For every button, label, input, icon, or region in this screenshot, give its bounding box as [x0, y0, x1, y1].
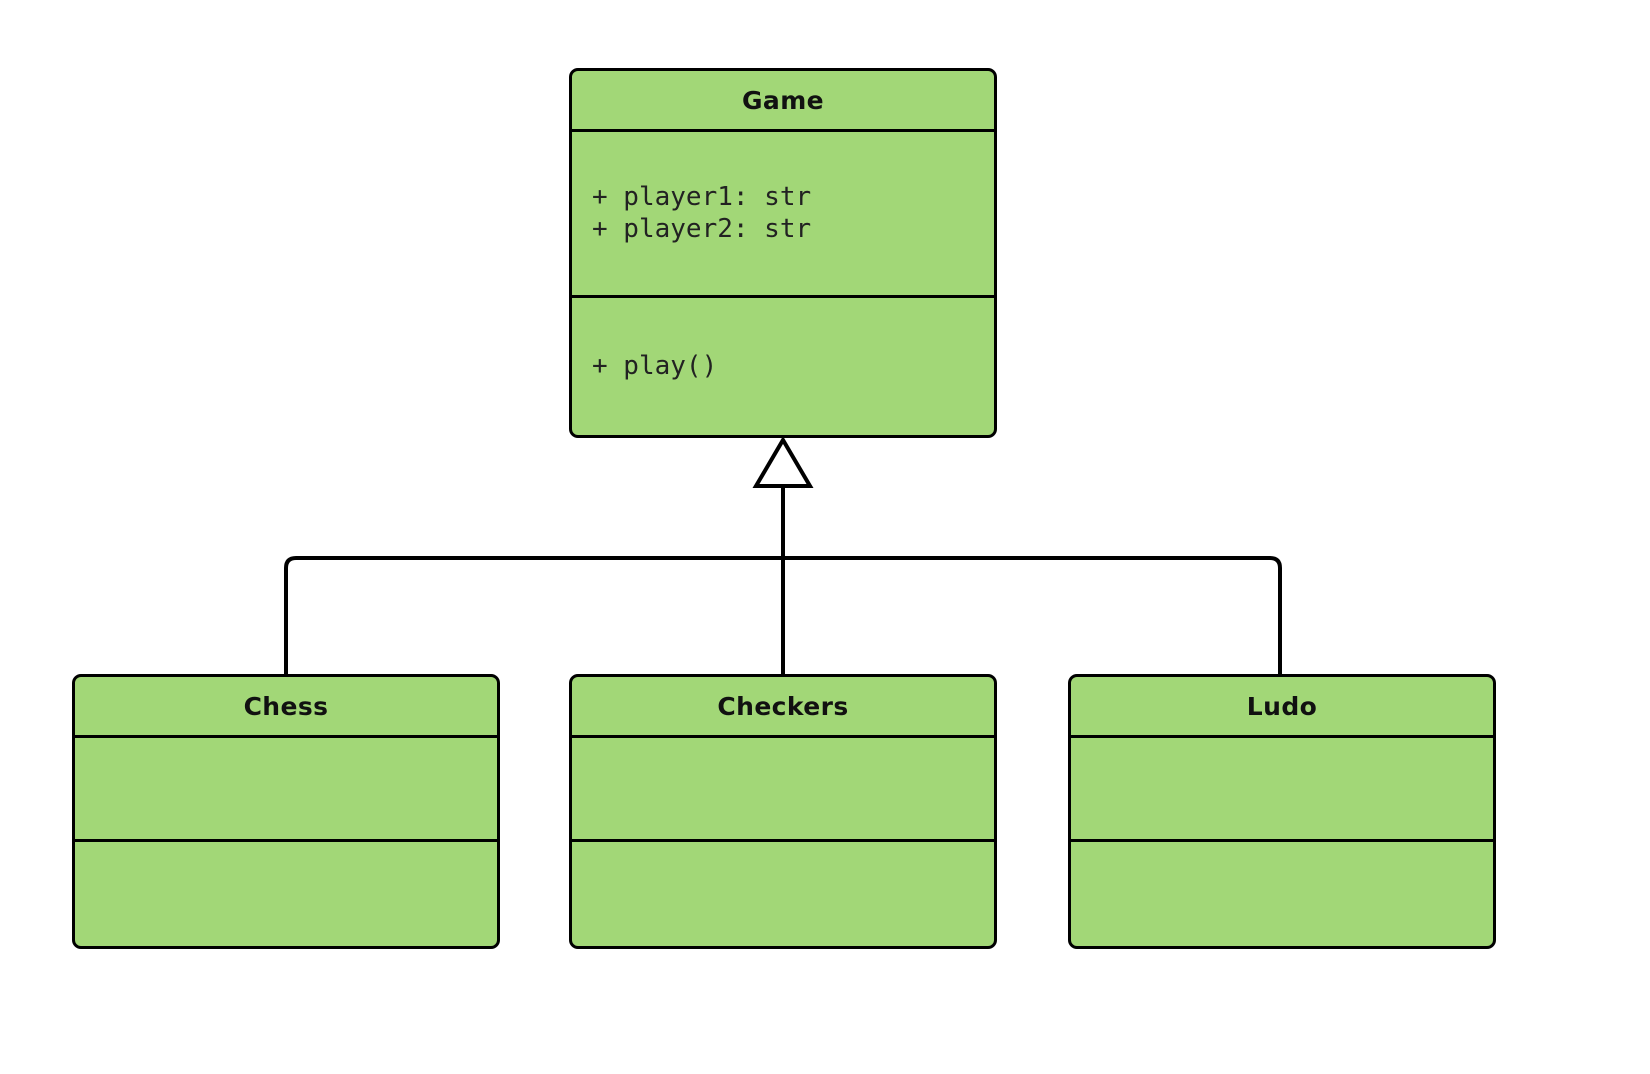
class-methods-compartment-checkers: [572, 842, 994, 946]
class-attribute: + player1: str: [592, 181, 812, 212]
class-name-checkers: Checkers: [717, 691, 849, 721]
class-box-chess[interactable]: Chess: [72, 674, 500, 949]
class-methods-compartment-chess: [75, 842, 497, 946]
class-name-compartment-chess: Chess: [75, 677, 497, 738]
class-attributes-compartment-ludo: [1071, 738, 1493, 842]
class-attributes-compartment-checkers: [572, 738, 994, 842]
class-attributes-compartment-game: + player1: str + player2: str: [572, 132, 994, 298]
class-name-compartment-ludo: Ludo: [1071, 677, 1493, 738]
class-name-game: Game: [742, 85, 824, 115]
class-box-checkers[interactable]: Checkers: [569, 674, 997, 949]
class-box-game[interactable]: Game + player1: str + player2: str + pla…: [569, 68, 997, 438]
class-name-compartment-game: Game: [572, 71, 994, 132]
class-attribute: + player2: str: [592, 213, 812, 244]
generalization-bus: [284, 556, 1282, 674]
class-box-ludo[interactable]: Ludo: [1068, 674, 1496, 949]
class-name-chess: Chess: [243, 691, 329, 721]
generalization-arrowhead: [752, 436, 814, 488]
class-name-compartment-checkers: Checkers: [572, 677, 994, 738]
class-methods-compartment-game: + play(): [572, 298, 994, 435]
class-attributes-compartment-chess: [75, 738, 497, 842]
class-method: + play(): [592, 350, 718, 381]
class-methods-compartment-ludo: [1071, 842, 1493, 946]
class-name-ludo: Ludo: [1246, 691, 1318, 721]
